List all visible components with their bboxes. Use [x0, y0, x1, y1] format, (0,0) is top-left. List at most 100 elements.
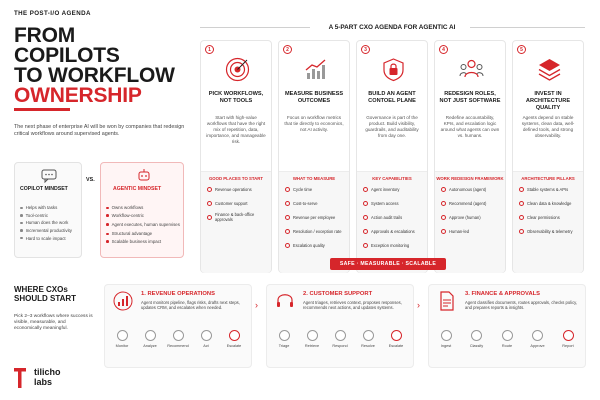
card-title: REDESIGN ROLES, NOT JUST SOFTWARE [439, 91, 501, 104]
workflow-step: Ingest [433, 330, 459, 364]
subpanel-title: GOOD PLACES TO START [208, 176, 264, 181]
list-item: Resolution / exception rate [279, 224, 349, 238]
eye-icon [116, 330, 128, 341]
subpanel-title: KEY CAPABILITIES [372, 176, 412, 181]
brand-line-2: labs [34, 376, 53, 387]
list-item: Clean data & knowledge [513, 196, 583, 210]
list-item: Escalation quality [279, 238, 349, 252]
list-item: Structural advantage [106, 230, 184, 238]
agenda-card-5: 5 INVEST IN ARCHITECTURE QUALITY Agents … [512, 40, 584, 273]
workflow-description: Agent monitors pipeline, flags risks, dr… [141, 300, 240, 311]
start-text: Pick 2–3 workflows where success is visi… [14, 314, 93, 332]
card-title: PICK WORKFLOWS, NOT TOOLS [208, 91, 264, 104]
copilot-mindset-box: COPILOT MINDSET Helps with tasks Tool-ce… [14, 162, 82, 258]
escalate-icon [228, 330, 240, 341]
title-line-1: FROM COPILOTS [14, 24, 120, 67]
title-line-2: TO WORKFLOW [14, 64, 175, 87]
list-item: Agent executes, human supervises [106, 219, 184, 230]
kicker: THE POST-I/O AGENDA [14, 10, 91, 17]
agenda-rule-right [470, 27, 585, 28]
workflow-description: Agent classifies documents, routes appro… [465, 300, 578, 311]
respond-icon [334, 330, 346, 341]
workflow-step: Triage [271, 330, 297, 364]
card-description: Governance is part of the product. Build… [365, 115, 419, 138]
card-description: Start with high-value workflows that hav… [206, 115, 266, 144]
list-item: Revenue per employee [279, 210, 349, 224]
vs-label: VS. [86, 177, 95, 183]
retrieve-icon [306, 330, 318, 341]
list-item: Owns workflows [106, 204, 184, 212]
list-item: Cycle time [279, 182, 349, 196]
list-item: Approvals & escalations [357, 224, 427, 238]
workflow-step: Escalate [221, 330, 247, 364]
workflow-step: Respond [327, 330, 353, 364]
brand-name: tilicho labs [34, 367, 74, 387]
target-icon [225, 57, 250, 82]
workflow-step: Classify [464, 330, 490, 364]
list-item: Customer support [201, 196, 271, 210]
header-block: THE POST-I/O AGENDA FROM COPILOTS TO WOR… [14, 10, 184, 111]
card-number: 2 [283, 45, 292, 54]
robot-icon [138, 169, 150, 181]
agenda-title: A 5-PART CXO AGENDA FOR AGENTIC AI [328, 24, 456, 31]
layers-icon [538, 59, 561, 81]
report-icon [562, 330, 574, 341]
copilot-mindset-list: Helps with tasks Tool-centric Human does… [20, 204, 80, 242]
subpanel-title: ARCHITECTURE PILLARS [521, 176, 575, 181]
principles-banner: SAFE · MEASURABLE · SCALABLE [330, 258, 446, 270]
workflow-step: Monitor [109, 330, 135, 364]
agentic-mindset-list: Owns workflows Workflow-centric Agent ex… [106, 204, 184, 245]
list-item: Approve (human) [435, 210, 505, 224]
workflow-step: Act [193, 330, 219, 364]
workflow-step: Escalate [383, 330, 409, 364]
list-item: Workflow-centric [106, 212, 184, 220]
lock-shield-icon [383, 58, 404, 82]
list-item: Human-led [435, 224, 505, 238]
title-line-3: OWNERSHIP [14, 84, 142, 107]
intro-text: The next phase of enterprise AI will be … [14, 124, 185, 137]
title-underline [14, 108, 70, 111]
card-number: 1 [205, 45, 214, 54]
list-item: Autonomous (agent) [435, 182, 505, 196]
workflow-title: 2. CUSTOMER SUPPORT [303, 291, 373, 297]
workflow-step: Recommend [165, 330, 191, 364]
workflow-card-revenue: 1. REVENUE OPERATIONS Agent monitors pip… [104, 284, 252, 368]
recommend-icon [172, 330, 184, 341]
list-item: Helps with tasks [20, 204, 80, 212]
card-description: Redefine accountability, KPIs, and escal… [440, 115, 500, 138]
list-item: Revenue operations [201, 182, 271, 196]
arrow-right-icon: › [255, 300, 258, 310]
card-description: Focus on workflow metrics that tie direc… [284, 115, 344, 132]
card-number: 3 [361, 45, 370, 54]
list-item: Agent inventory [357, 182, 427, 196]
workflow-step: Retrieve [299, 330, 325, 364]
agentic-mindset-title: AGENTIC MINDSET [113, 186, 162, 192]
card-description: Agents depend on stable systems, clean d… [521, 115, 575, 138]
workflow-step: Report [555, 330, 581, 364]
list-item: Stable systems & APIs [513, 182, 583, 196]
card-title: INVEST IN ARCHITECTURE QUALITY [525, 91, 571, 111]
arrow-right-icon: › [417, 300, 420, 310]
list-item: Human does the work [20, 219, 80, 227]
list-item: Recommend (agent) [435, 196, 505, 210]
trend-chart-icon [305, 59, 326, 79]
agenda-card-4: 4 REDESIGN ROLES, NOT JUST SOFTWARE Rede… [434, 40, 506, 273]
brand-line-1: tilicho [34, 367, 61, 377]
agenda-card-1: 1 PICK WORKFLOWS, NOT TOOLS Start with h… [200, 40, 272, 273]
workflow-steps: Monitor Analyze Recommend Act Escalate [109, 330, 247, 364]
act-icon [200, 330, 212, 341]
workflow-step: Analyze [137, 330, 163, 364]
ingest-icon [440, 330, 452, 341]
list-item: Observability & telemetry [513, 224, 583, 238]
workflow-step: Route [494, 330, 520, 364]
list-item: Hard to scale impact [20, 234, 80, 242]
resolve-icon [362, 330, 374, 341]
list-item: Cost-to-serve [279, 196, 349, 210]
card-subpanel: KEY CAPABILITIES Agent inventory System … [357, 171, 427, 273]
workflow-step: Approve [525, 330, 551, 364]
brand-mark-icon [14, 368, 26, 388]
workflow-title: 3. FINANCE & APPROVALS [465, 291, 541, 297]
list-item: Finance & back-office approvals [201, 210, 271, 224]
workflow-steps: Ingest Classify Route Approve Report [433, 330, 581, 364]
document-icon [440, 291, 454, 311]
